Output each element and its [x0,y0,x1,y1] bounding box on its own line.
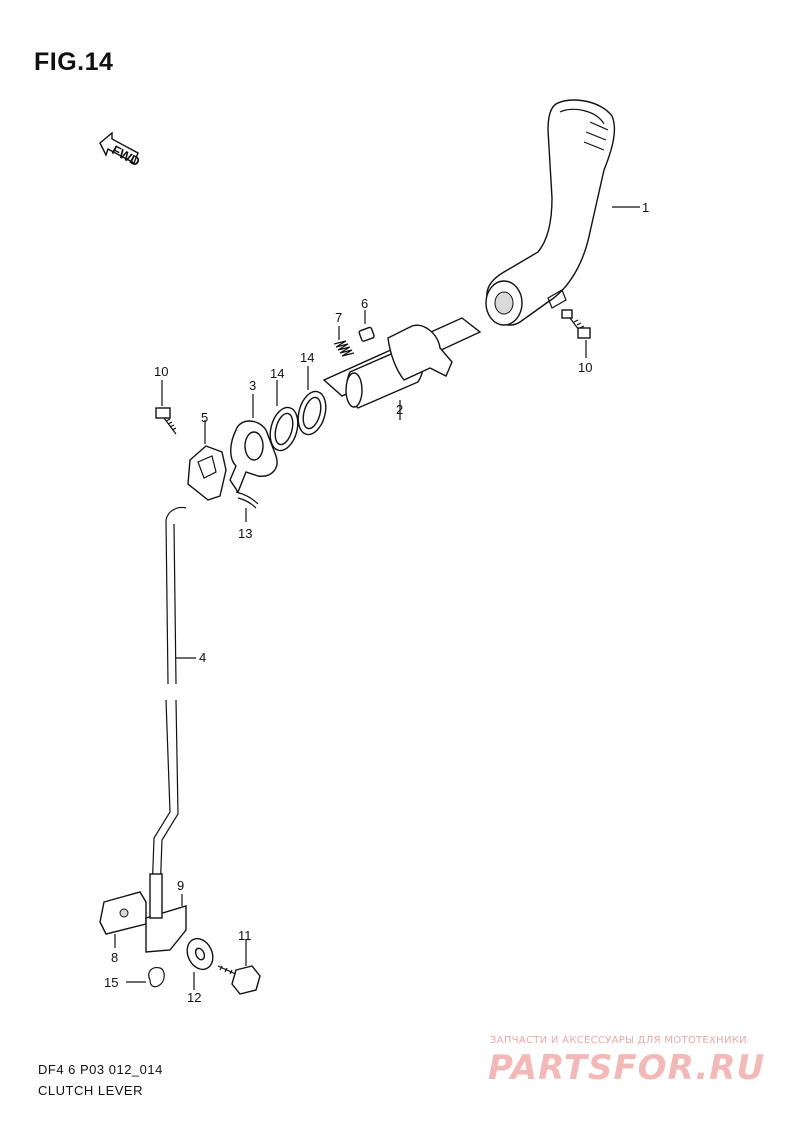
callout-13: 13 [238,526,252,541]
callout-10-right: 10 [578,360,592,375]
callout-5: 5 [201,410,208,425]
part-12-washer [186,937,214,990]
figure-title: FIG.14 [34,48,114,76]
part-8-lock-plate [99,891,147,948]
figure-code: DF4 6 P03 012_014 [38,1062,163,1077]
callout-10-left: 10 [154,364,168,379]
part-5-bracket [187,420,227,501]
part-9-connector [145,873,187,953]
callout-1: 1 [642,200,649,215]
fwd-label: FWD [109,142,142,169]
part-14-o-rings [269,366,327,452]
callout-3: 3 [249,378,256,393]
callout-2: 2 [396,402,403,417]
callout-9: 9 [177,878,184,893]
fwd-arrow-icon: FWD [99,131,143,169]
watermark-logo: PARTSFOR.RU [488,1048,766,1088]
callout-4: 4 [199,650,206,665]
callout-14-right: 14 [300,350,314,365]
part-1-lever-handle [485,99,640,326]
part-11-bolt [217,940,261,995]
part-2-shaft [322,317,482,420]
callout-6: 6 [361,296,368,311]
part-3-cam-plate [229,394,278,494]
figure-name: CLUTCH LEVER [38,1083,143,1098]
callout-8: 8 [111,950,118,965]
part-10-bolt-right [561,309,591,358]
part-6-pin [358,326,375,342]
part-13-clip [235,491,259,509]
watermark-tagline: ЗАПЧАСТИ И АКСЕССУАРЫ ДЛЯ МОТОТЕХНИКИ [490,1035,747,1046]
part-7-spring [333,326,355,357]
callout-11: 11 [238,928,252,943]
callout-15: 15 [104,975,118,990]
callout-12: 12 [187,990,201,1005]
part-4-rod [151,506,196,895]
part-15-e-clip [148,967,165,988]
callout-7: 7 [335,310,342,325]
callout-14-left: 14 [270,366,284,381]
part-10-bolt-left [155,380,177,435]
